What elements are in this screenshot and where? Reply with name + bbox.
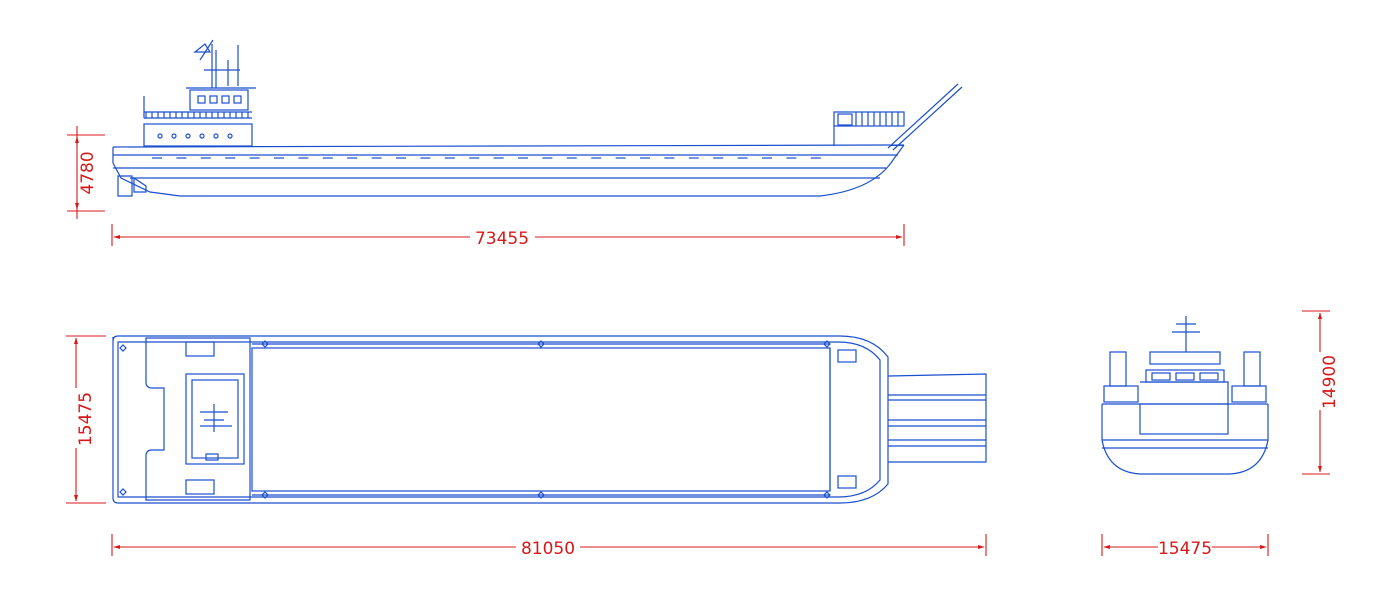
plan-beam-label: 15475 <box>76 392 96 446</box>
plan-cargo-deck <box>251 347 831 492</box>
front-wheelhouse <box>1145 369 1225 383</box>
side-length-label: 73455 <box>475 229 529 249</box>
side-bow-house <box>833 111 905 127</box>
side-height-label: 4780 <box>78 151 98 194</box>
front-view <box>1101 316 1269 475</box>
side-wheelhouse <box>189 89 249 111</box>
plan-mast-symbol <box>200 404 232 432</box>
plan-bollards <box>119 340 831 499</box>
side-hull <box>112 144 905 197</box>
side-aft-house <box>143 123 253 147</box>
side-view <box>112 39 963 197</box>
side-aft-railing <box>145 112 249 118</box>
plan-dimensions <box>66 335 987 556</box>
front-height-label: 14900 <box>1320 355 1340 409</box>
side-mast <box>193 39 240 88</box>
plan-length-label: 81050 <box>521 539 575 559</box>
side-dimensions <box>67 126 905 246</box>
side-ramp <box>887 83 959 149</box>
plan-ramp <box>887 373 987 463</box>
front-mast <box>1172 316 1200 352</box>
front-hull <box>1101 404 1269 475</box>
side-portholes <box>157 133 233 139</box>
front-dimensions <box>1101 310 1330 556</box>
side-bow-railing <box>855 112 899 126</box>
plan-hull-outline <box>112 335 889 504</box>
plan-winch-top <box>185 341 215 357</box>
side-rudder <box>117 175 133 197</box>
plan-winch-bottom <box>185 479 215 495</box>
plan-view <box>112 335 987 504</box>
front-beam-label: 15475 <box>1158 539 1212 559</box>
plan-aft-deckhouse <box>145 337 251 501</box>
